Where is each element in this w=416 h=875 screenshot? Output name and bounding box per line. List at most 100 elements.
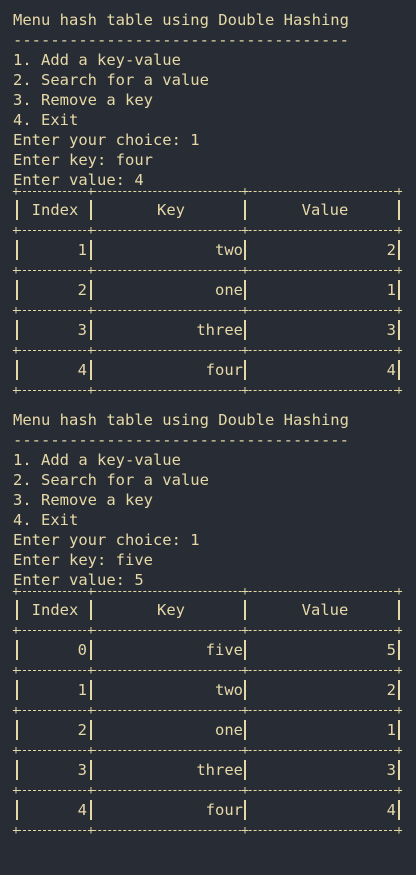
table-column-border	[16, 360, 18, 380]
table-corner: +	[12, 623, 20, 637]
table-separator: ++++	[12, 185, 402, 197]
table-corner: +	[12, 584, 20, 598]
header-key-text: Key	[157, 201, 185, 219]
table-column-border	[244, 720, 246, 740]
menu-option: 3. Remove a key	[13, 91, 153, 109]
table-column-border	[398, 680, 400, 700]
table-corner: +	[395, 584, 403, 598]
header-value-text: Value	[301, 601, 349, 619]
table-corner: +	[87, 623, 95, 637]
cell-index: 2	[25, 270, 87, 310]
table-corner: +	[241, 663, 249, 677]
table-corner: +	[241, 584, 249, 598]
table-column-border	[90, 240, 92, 260]
cell-value-text: 4	[386, 361, 396, 379]
header-key-text: Key	[157, 601, 185, 619]
table-corner: +	[12, 223, 20, 237]
header-index: Index	[23, 590, 87, 630]
cell-key: two	[99, 670, 243, 710]
cell-key-text: one	[215, 281, 243, 299]
title-underline: ------------------------------------	[13, 31, 349, 49]
menu-session: Menu hash table using Double Hashing----…	[12, 10, 416, 396]
cell-index-text: 2	[77, 281, 87, 299]
table-column-border	[398, 320, 400, 340]
cell-value-text: 1	[386, 281, 396, 299]
table-separator: ++++	[12, 704, 402, 716]
header-key: Key	[99, 590, 243, 630]
menu-option: 4. Exit	[13, 511, 79, 529]
cell-key: one	[99, 710, 243, 750]
cell-key: four	[99, 350, 243, 390]
input-prompt: Enter your choice: 1	[13, 531, 200, 549]
cell-value: 3	[254, 310, 396, 350]
table-corner: +	[241, 743, 249, 757]
cell-index-text: 0	[77, 641, 87, 659]
table-column-border	[244, 680, 246, 700]
table-column-border	[90, 360, 92, 380]
cell-key-text: one	[215, 721, 243, 739]
table-column-border	[16, 320, 18, 340]
table-separator: ++++	[12, 624, 402, 636]
table-corner: +	[87, 303, 95, 317]
cell-index: 1	[25, 670, 87, 710]
table-corner: +	[87, 783, 95, 797]
table-column-border	[244, 360, 246, 380]
table-column-border	[16, 760, 18, 780]
table-column-border	[244, 640, 246, 660]
cell-index: 3	[25, 750, 87, 790]
table-separator: ++++	[12, 585, 402, 597]
table-corner: +	[12, 703, 20, 717]
cell-value-text: 3	[386, 321, 396, 339]
table-separator: ++++	[12, 784, 402, 796]
table-column-border	[244, 600, 246, 620]
table-corner: +	[87, 383, 95, 397]
table-column-border	[398, 800, 400, 820]
table-corner: +	[395, 303, 403, 317]
table-corner: +	[12, 743, 20, 757]
input-prompt: Enter your choice: 1	[13, 131, 200, 149]
cell-value: 2	[254, 230, 396, 270]
cell-value-text: 2	[386, 681, 396, 699]
table-separator: ++++	[12, 344, 402, 356]
table-corner: +	[12, 783, 20, 797]
table-corner: +	[12, 184, 20, 198]
table-column-border	[16, 240, 18, 260]
cell-value-text: 4	[386, 801, 396, 819]
table-column-border	[16, 280, 18, 300]
table-column-border	[244, 280, 246, 300]
cell-key-text: four	[205, 361, 243, 379]
cell-value-text: 1	[386, 721, 396, 739]
table-separator: ++++	[12, 224, 402, 236]
table-corner: +	[87, 743, 95, 757]
table-separator: ++++	[12, 744, 402, 756]
table-corner: +	[87, 663, 95, 677]
table-column-border	[16, 200, 18, 220]
menu-title: Menu hash table using Double Hashing	[13, 411, 349, 429]
cell-key: one	[99, 270, 243, 310]
table-corner: +	[395, 343, 403, 357]
table-corner: +	[12, 383, 20, 397]
cell-key: four	[99, 790, 243, 830]
cell-index: 3	[25, 310, 87, 350]
table-corner: +	[241, 823, 249, 837]
header-value: Value	[254, 190, 396, 230]
table-column-border	[244, 200, 246, 220]
table-corner: +	[241, 263, 249, 277]
cell-key: three	[99, 750, 243, 790]
table-corner: +	[395, 703, 403, 717]
input-prompt: Enter key: four	[13, 151, 153, 169]
table-column-border	[16, 800, 18, 820]
table-column-border	[90, 800, 92, 820]
cell-key-text: four	[205, 801, 243, 819]
table-column-border	[244, 760, 246, 780]
cell-key: three	[99, 310, 243, 350]
table-column-border	[16, 680, 18, 700]
table-corner: +	[241, 343, 249, 357]
table-corner: +	[395, 263, 403, 277]
